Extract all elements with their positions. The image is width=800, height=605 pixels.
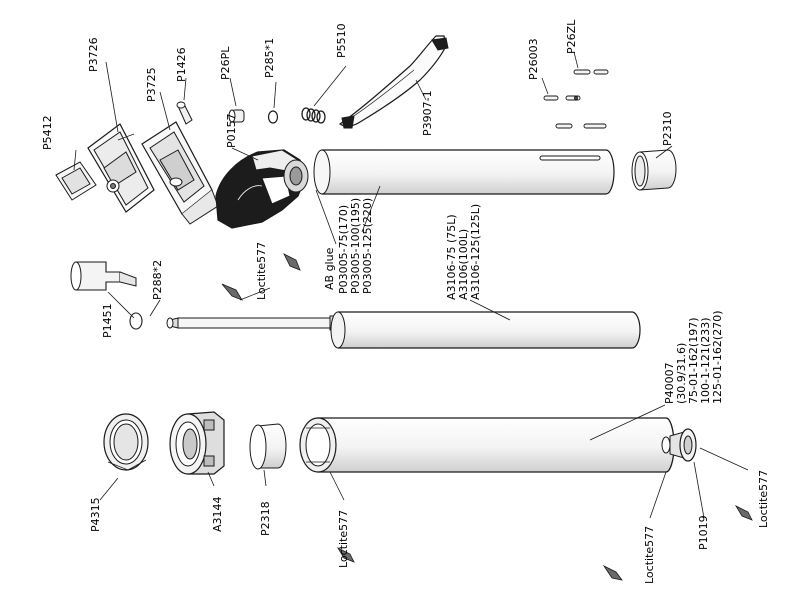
label-p26zl: P26ZL <box>565 19 578 54</box>
pad-p5412 <box>55 161 97 201</box>
label-p4315: P4315 <box>89 497 102 532</box>
label-loctite-right: Loctite577 <box>757 469 770 528</box>
glue-syringe-top <box>221 253 301 301</box>
label-p5510: P5510 <box>335 23 348 58</box>
label-p26pl: P26PL <box>219 46 232 80</box>
label-p2318: P2318 <box>259 501 272 536</box>
lever-handle-p3907 <box>338 35 449 129</box>
bushing-p2310 <box>631 149 677 191</box>
glue-syringe-right <box>734 505 753 521</box>
label-a3144: A3144 <box>211 496 224 532</box>
plate-p3726 <box>87 123 155 213</box>
upper-tube-p03005 <box>313 149 615 195</box>
label-loctite-mid: Loctite577 <box>337 509 350 568</box>
label-loctite-top: Loctite577 <box>255 241 268 300</box>
bushing-p2318 <box>249 423 287 470</box>
small-pins <box>543 69 609 129</box>
valve-p1019 <box>661 428 697 462</box>
label-p5412: P5412 <box>41 115 54 150</box>
label-p03005: P03005-75(170) P03005-100(195) P03005-12… <box>337 197 374 294</box>
wiper-ring-p4315 <box>103 413 149 471</box>
leader-lines <box>73 51 749 519</box>
spring <box>301 107 326 124</box>
o-ring-p285 <box>267 110 279 124</box>
label-p1451: P1451 <box>101 303 114 338</box>
label-ab-glue: AB glue <box>323 247 336 290</box>
label-p26003: P26003 <box>527 38 540 80</box>
glue-syringe-mid <box>336 547 355 563</box>
label-a3106: A3106-75 (75L) A3106(100L) A3106-125(125… <box>445 203 482 300</box>
label-loctite-bottom: Loctite577 <box>643 525 656 584</box>
top-cap-a3144 <box>169 411 225 475</box>
label-p3907: P3907-1 <box>421 90 434 136</box>
label-p2310: P2310 <box>661 111 674 146</box>
bolt-p1451 <box>70 261 137 291</box>
plug-p26pl <box>228 109 245 123</box>
glue-syringe-bottom <box>602 564 623 581</box>
outer-tube-p40007 <box>299 417 675 473</box>
clamp-frame-p3725 <box>141 121 219 225</box>
label-p1426: P1426 <box>175 47 188 82</box>
damper-a3106 <box>166 311 641 349</box>
label-p40007: P40007 (30.9/31.6) 75-01-162(197) 100-1-… <box>663 310 724 404</box>
label-p1019: P1019 <box>697 515 710 550</box>
lever-head-p0157 <box>215 149 309 229</box>
label-p3725: P3725 <box>145 67 158 102</box>
label-p0157: P0157 <box>225 113 238 148</box>
label-p288: P288*2 <box>151 259 164 300</box>
label-p285: P285*1 <box>263 37 276 78</box>
label-p3726: P3726 <box>87 37 100 72</box>
pin-p1426 <box>176 101 193 125</box>
